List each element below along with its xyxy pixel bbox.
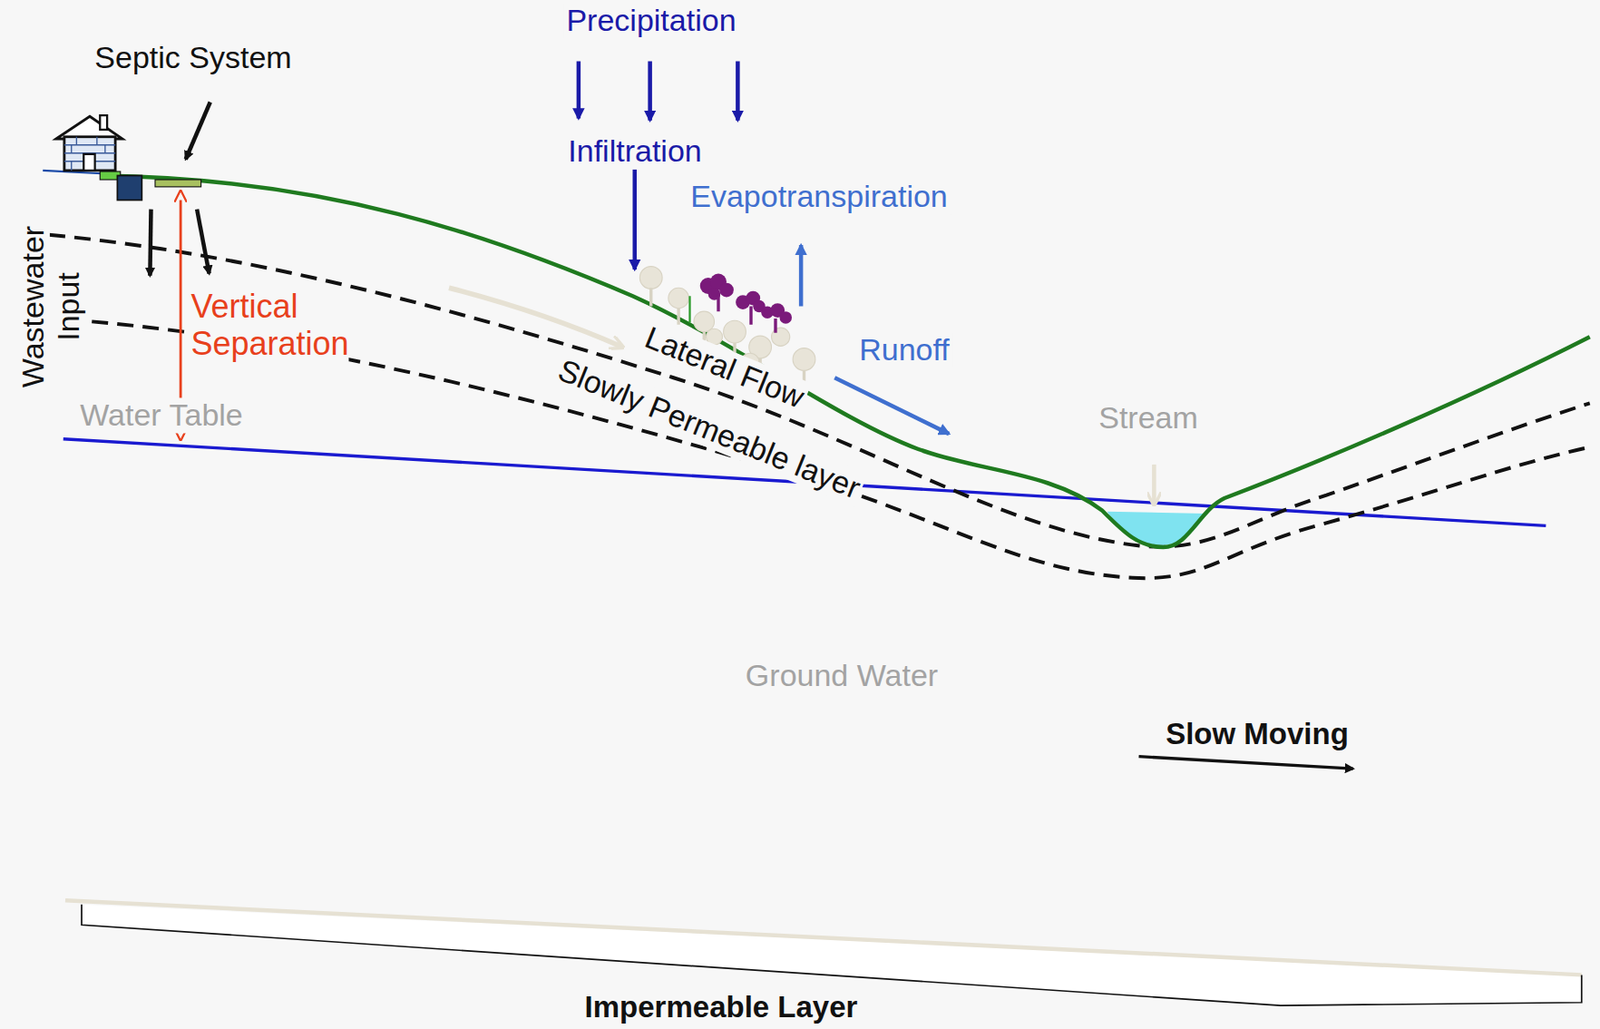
process-label: Precipitation	[563, 2, 739, 39]
process-label: Evapotranspiration	[687, 178, 951, 215]
label-text: Wastewater Input	[15, 225, 86, 388]
drainfield	[155, 179, 202, 187]
vertical-separation-arrow	[179, 200, 183, 431]
process-label: Runoff	[856, 331, 953, 368]
dimension-label: Vertical Separation	[188, 287, 399, 363]
infiltration-arrow	[633, 169, 638, 270]
wastewater-arrow	[149, 209, 151, 276]
dashed-layer-upper	[48, 234, 1591, 547]
septic-pointer	[185, 102, 211, 160]
septic-tank	[117, 175, 142, 201]
house-icon	[56, 115, 123, 171]
note-label: Slow Moving	[1162, 716, 1352, 752]
component-label: Septic System	[91, 39, 294, 76]
input-label: Wastewater Input	[15, 206, 87, 407]
water-table-label: Water Table	[77, 397, 246, 433]
stream-pointer	[1151, 464, 1157, 505]
wastewater-arrow	[196, 209, 210, 274]
process-label: Infiltration	[565, 133, 704, 169]
precipitation-arrow	[735, 61, 741, 121]
precipitation-arrow	[576, 61, 582, 119]
runoff-arrow	[834, 377, 949, 434]
ground-surface	[102, 175, 1591, 548]
layer-label: Impermeable Layer	[582, 989, 861, 1025]
label-text: Vertical Separation	[191, 287, 350, 362]
evapotranspiration-arrow	[799, 244, 804, 307]
impermeable-top	[65, 899, 1582, 975]
feature-label: Stream	[1095, 400, 1201, 436]
lateral-flow-arrow	[448, 287, 623, 347]
precipitation-arrow	[647, 61, 653, 121]
slow-moving-arrow	[1139, 756, 1354, 770]
zone-label: Ground Water	[742, 657, 941, 693]
